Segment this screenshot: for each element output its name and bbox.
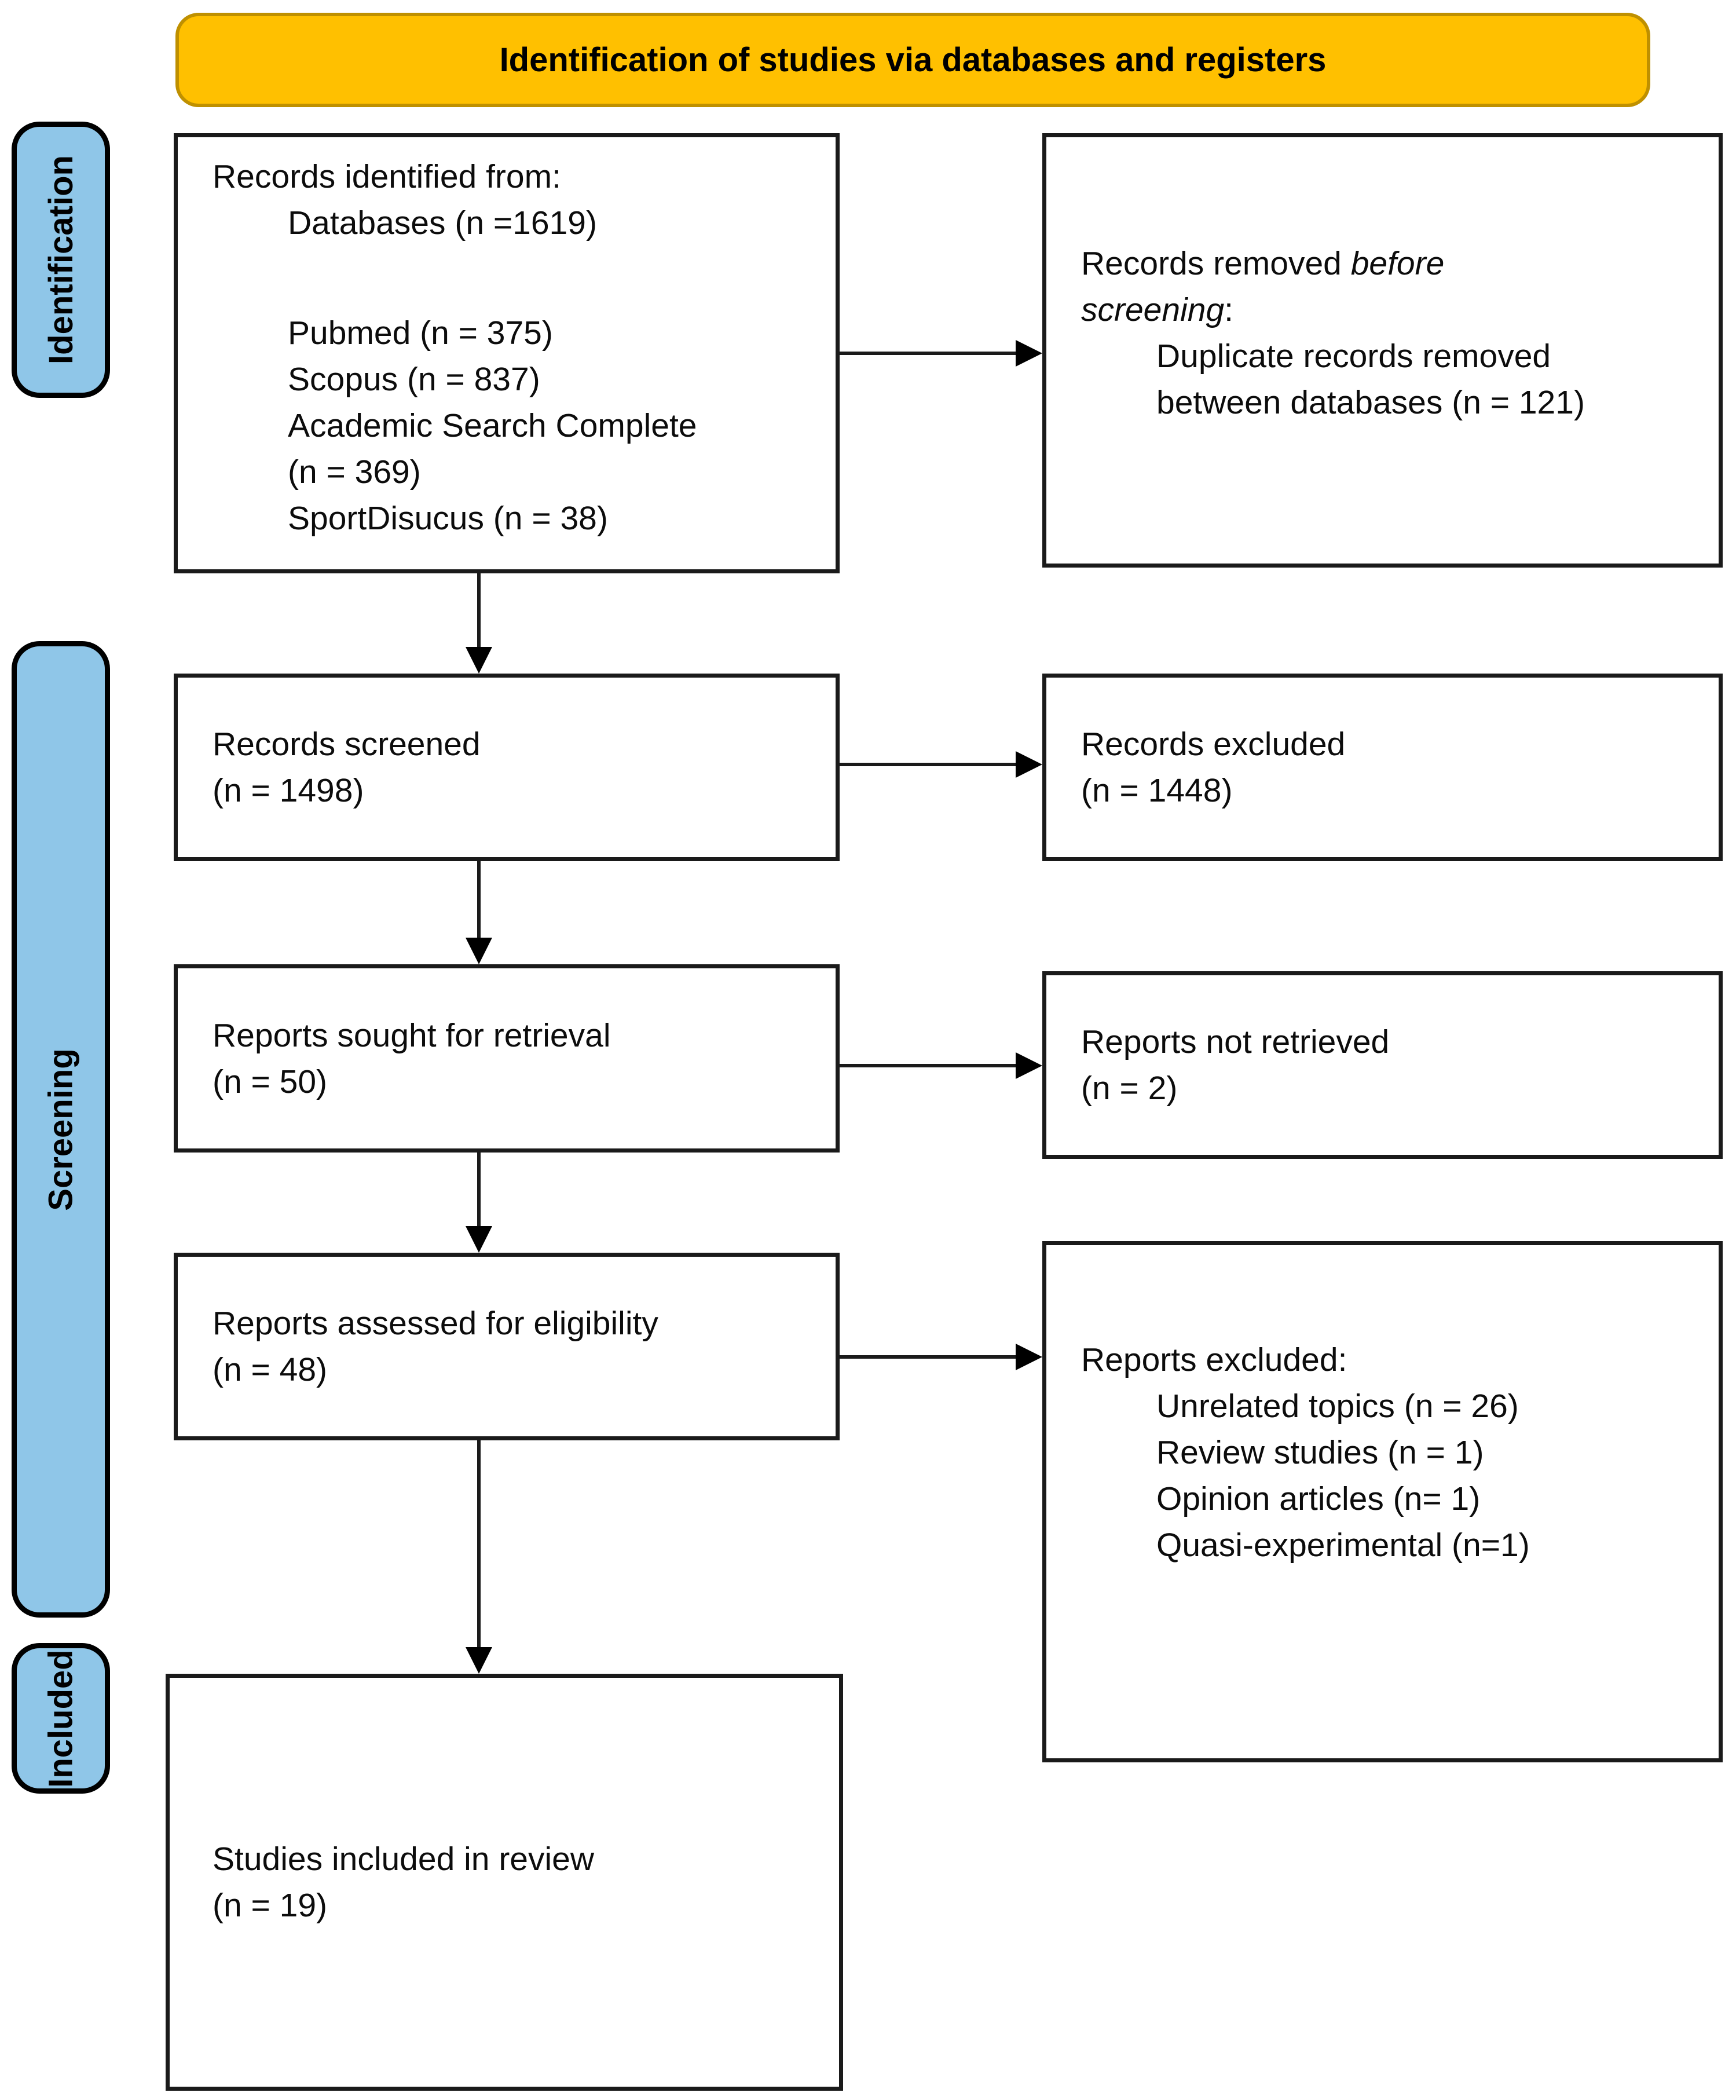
arrow-assessed-to-included-head <box>466 1647 492 1674</box>
stage-label-included-text: Included <box>42 1649 80 1788</box>
records-identified-line: Databases (n =1619) <box>288 204 597 242</box>
records-identified-text: Records identified from: Databases (n =1… <box>178 137 836 569</box>
records-removed-line: screening: <box>1081 287 1701 333</box>
records-identified-line: Scopus (n = 837) <box>288 361 540 398</box>
arrow-screened-to-excluded-line <box>840 763 1018 766</box>
studies-included-line: (n = 19) <box>213 1887 328 1924</box>
records-screened-line: (n = 1498) <box>213 772 364 809</box>
reports-excluded-box: Reports excluded: Unrelated topics (n = … <box>1042 1241 1723 1762</box>
studies-included-box: Studies included in review (n = 19) <box>166 1674 843 2091</box>
arrow-identified-to-removed-head <box>1016 340 1042 367</box>
reports-excluded-text: Reports excluded: Unrelated topics (n = … <box>1046 1245 1719 1758</box>
records-removed-detail: between databases (n = 121) <box>1156 384 1585 421</box>
arrow-identified-to-screened-head <box>466 647 492 674</box>
reports-excluded-line: Opinion articles (n= 1) <box>1156 1480 1481 1517</box>
reports-excluded-title: Reports excluded: <box>1081 1341 1347 1378</box>
arrow-sought-to-assessed-head <box>466 1226 492 1253</box>
records-removed-normal: Records removed <box>1081 245 1351 282</box>
records-excluded-box: Records excluded (n = 1448) <box>1042 674 1723 861</box>
records-excluded-line: (n = 1448) <box>1081 772 1233 809</box>
reports-excluded-line: Review studies (n = 1) <box>1156 1434 1484 1471</box>
stage-label-identification-text: Identification <box>42 155 80 364</box>
arrow-assessed-to-included-line <box>477 1440 481 1651</box>
arrow-identified-to-removed-line <box>840 352 1018 355</box>
records-removed-italic: before <box>1350 245 1445 282</box>
studies-included-text: Studies included in review (n = 19) <box>170 1678 839 2087</box>
reports-sought-line: Reports sought for retrieval <box>213 1016 611 1054</box>
records-removed-normal: : <box>1224 291 1233 328</box>
arrow-assessed-to-reportsexcluded-head <box>1016 1344 1042 1370</box>
reports-not-retrieved-line: (n = 2) <box>1081 1070 1178 1107</box>
reports-assessed-line: (n = 48) <box>213 1351 328 1388</box>
arrow-screened-to-excluded-head <box>1016 751 1042 778</box>
reports-sought-box: Reports sought for retrieval (n = 50) <box>174 964 840 1153</box>
arrow-identified-to-screened-line <box>477 573 481 650</box>
records-identified-line: SportDisucus (n = 38) <box>288 500 608 537</box>
records-identified-line: (n = 369) <box>288 453 421 491</box>
records-removed-text: Records removed before screening: Duplic… <box>1046 137 1719 564</box>
records-removed-detail: Duplicate records removed <box>1156 338 1551 375</box>
records-identified-title: Records identified from: <box>213 158 561 195</box>
records-identified-line: Academic Search Complete <box>288 407 697 444</box>
reports-sought-line: (n = 50) <box>213 1063 328 1100</box>
reports-assessed-line: Reports assessed for eligibility <box>213 1305 658 1342</box>
records-screened-text: Records screened (n = 1498) <box>178 678 836 857</box>
reports-excluded-line: Unrelated topics (n = 26) <box>1156 1388 1519 1425</box>
reports-excluded-line: Quasi-experimental (n=1) <box>1156 1527 1530 1564</box>
header-title: Identification of studies via databases … <box>499 41 1327 79</box>
stage-label-screening: Screening <box>12 641 110 1618</box>
stage-label-screening-text: Screening <box>42 1048 80 1211</box>
records-screened-box: Records screened (n = 1498) <box>174 674 840 861</box>
stage-label-included: Included <box>12 1643 110 1794</box>
reports-not-retrieved-box: Reports not retrieved (n = 2) <box>1042 971 1723 1159</box>
studies-included-line: Studies included in review <box>213 1841 595 1878</box>
header-banner: Identification of studies via databases … <box>175 13 1650 107</box>
reports-assessed-box: Reports assessed for eligibility (n = 48… <box>174 1253 840 1440</box>
records-removed-line: Records removed before <box>1081 240 1701 287</box>
records-screened-line: Records screened <box>213 726 481 763</box>
arrow-screened-to-sought-line <box>477 861 481 941</box>
records-removed-italic: screening <box>1081 291 1225 328</box>
records-excluded-line: Records excluded <box>1081 726 1346 763</box>
reports-not-retrieved-text: Reports not retrieved (n = 2) <box>1046 975 1719 1155</box>
reports-assessed-text: Reports assessed for eligibility (n = 48… <box>178 1257 836 1436</box>
records-excluded-text: Records excluded (n = 1448) <box>1046 678 1719 857</box>
reports-sought-text: Reports sought for retrieval (n = 50) <box>178 968 836 1148</box>
records-identified-line: Pubmed (n = 375) <box>288 314 553 352</box>
records-removed-box: Records removed before screening: Duplic… <box>1042 133 1723 568</box>
arrow-sought-to-notretrieved-head <box>1016 1052 1042 1079</box>
arrow-screened-to-sought-head <box>466 938 492 964</box>
reports-not-retrieved-line: Reports not retrieved <box>1081 1023 1390 1060</box>
stage-label-identification: Identification <box>12 122 110 398</box>
records-identified-box: Records identified from: Databases (n =1… <box>174 133 840 573</box>
arrow-sought-to-assessed-line <box>477 1153 481 1230</box>
arrow-assessed-to-reportsexcluded-line <box>840 1355 1018 1359</box>
arrow-sought-to-notretrieved-line <box>840 1064 1018 1067</box>
